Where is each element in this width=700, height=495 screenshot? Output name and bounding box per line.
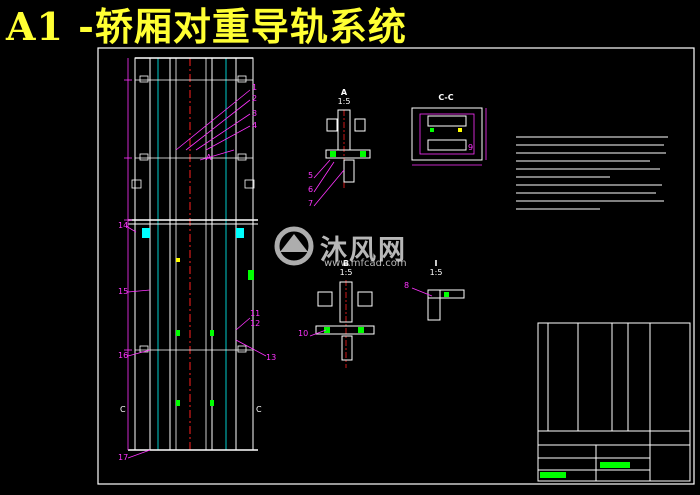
rail-bracket [139, 75, 149, 83]
view-labels: A 1:5 C-C B 1:5 I 1:5 C C A [120, 88, 454, 414]
balloon-labels: 1 2 3 4 5 6 7 8 9 10 11 12 13 14 15 16 1… [118, 83, 473, 462]
balloon-10: 10 [298, 329, 308, 338]
hoistway-outline [134, 57, 254, 451]
title-block [537, 322, 691, 482]
green-mark [430, 128, 434, 132]
balloon-3: 3 [252, 109, 257, 118]
view-label-cc: C-C [438, 93, 453, 102]
bracket-plate [325, 149, 371, 159]
leader-line [199, 149, 235, 161]
view-label-i: I [435, 259, 438, 268]
green-bolt [444, 292, 449, 297]
section-marker-left: C [120, 405, 126, 414]
view-label-b: B [343, 259, 349, 268]
leader-line [127, 289, 151, 293]
balloon-8: 8 [404, 281, 409, 290]
view-scale-a: 1:5 [338, 97, 351, 106]
rail-profile [339, 281, 353, 323]
sheet-border [97, 47, 695, 485]
rail-bracket [237, 75, 247, 83]
rail-clip [354, 118, 366, 132]
cyan-plate [142, 228, 150, 238]
elevation-marker-a: A [206, 153, 212, 162]
angle-bracket [427, 289, 441, 321]
leader-line [235, 317, 251, 331]
view-label-a: A [341, 88, 348, 97]
cyan-plate [236, 228, 244, 238]
rail-bracket [139, 153, 149, 161]
balloon-1: 1 [252, 83, 257, 92]
leader-line [313, 159, 331, 179]
balloon-7: 7 [308, 199, 313, 208]
technical-notes [516, 136, 668, 210]
balloon-11: 11 [250, 309, 260, 318]
leader-line [195, 113, 251, 151]
balloon-2: 2 [252, 94, 257, 103]
detail-b-view [309, 280, 375, 368]
rail-clip [357, 291, 373, 307]
leader-line [175, 89, 251, 151]
leader-line [235, 339, 267, 357]
leader-line [125, 225, 137, 233]
leader-line [127, 449, 151, 459]
rail-profile [427, 115, 467, 127]
leader-line [313, 161, 335, 193]
leader-line [309, 329, 327, 337]
leader-line [185, 99, 251, 151]
rail-profile [427, 139, 467, 151]
drawing-title: A1 -轿厢对重导轨系统 [6, 4, 407, 49]
leader-line [313, 169, 345, 207]
rail-bracket [237, 153, 247, 161]
leader-line [205, 125, 251, 151]
balloon-12: 12 [250, 319, 260, 328]
green-bolt [360, 151, 366, 157]
title-block-frame [537, 430, 691, 482]
balloon-15: 15 [118, 287, 128, 296]
section-marker-right: C [256, 405, 262, 414]
balloon-4: 4 [252, 121, 257, 130]
balloon-6: 6 [308, 185, 313, 194]
green-clip [210, 330, 214, 336]
green-bolt [358, 327, 364, 333]
leader-line [411, 287, 433, 297]
leader-lines [125, 89, 267, 459]
bracket-plate [315, 325, 375, 335]
detail-i-view [411, 287, 465, 321]
rail-bracket [244, 179, 255, 189]
yellow-tag [176, 258, 180, 262]
rail-clip [317, 291, 333, 307]
balloon-17: 17 [118, 453, 128, 462]
green-bolt [324, 327, 330, 333]
detail-a-view [313, 109, 371, 207]
leader-line [127, 349, 151, 357]
balloon-16: 16 [118, 351, 128, 360]
green-clip [248, 270, 254, 280]
green-stamp [600, 462, 630, 468]
balloon-9: 9 [468, 143, 473, 152]
green-clip [210, 400, 214, 406]
parts-list-frame [537, 322, 691, 432]
green-clip [176, 400, 180, 406]
hoistway-section [411, 107, 483, 161]
view-scale-i: 1:5 [430, 268, 443, 277]
balloon-5: 5 [308, 171, 313, 180]
section-cc-view [411, 107, 487, 166]
rail-clip [326, 118, 338, 132]
view-scale-b: 1:5 [340, 268, 353, 277]
green-stamp [540, 472, 566, 478]
balloon-14: 14 [118, 221, 128, 230]
car-frame [419, 113, 475, 155]
yellow-mark [458, 128, 462, 132]
anchor-post [343, 159, 355, 183]
green-clip [176, 330, 180, 336]
rail-bracket [237, 345, 247, 353]
balloon-13: 13 [266, 353, 276, 362]
green-bolt [330, 151, 336, 157]
rail-bracket [131, 179, 142, 189]
elevation-view [124, 57, 258, 451]
anchor-post [341, 335, 353, 361]
